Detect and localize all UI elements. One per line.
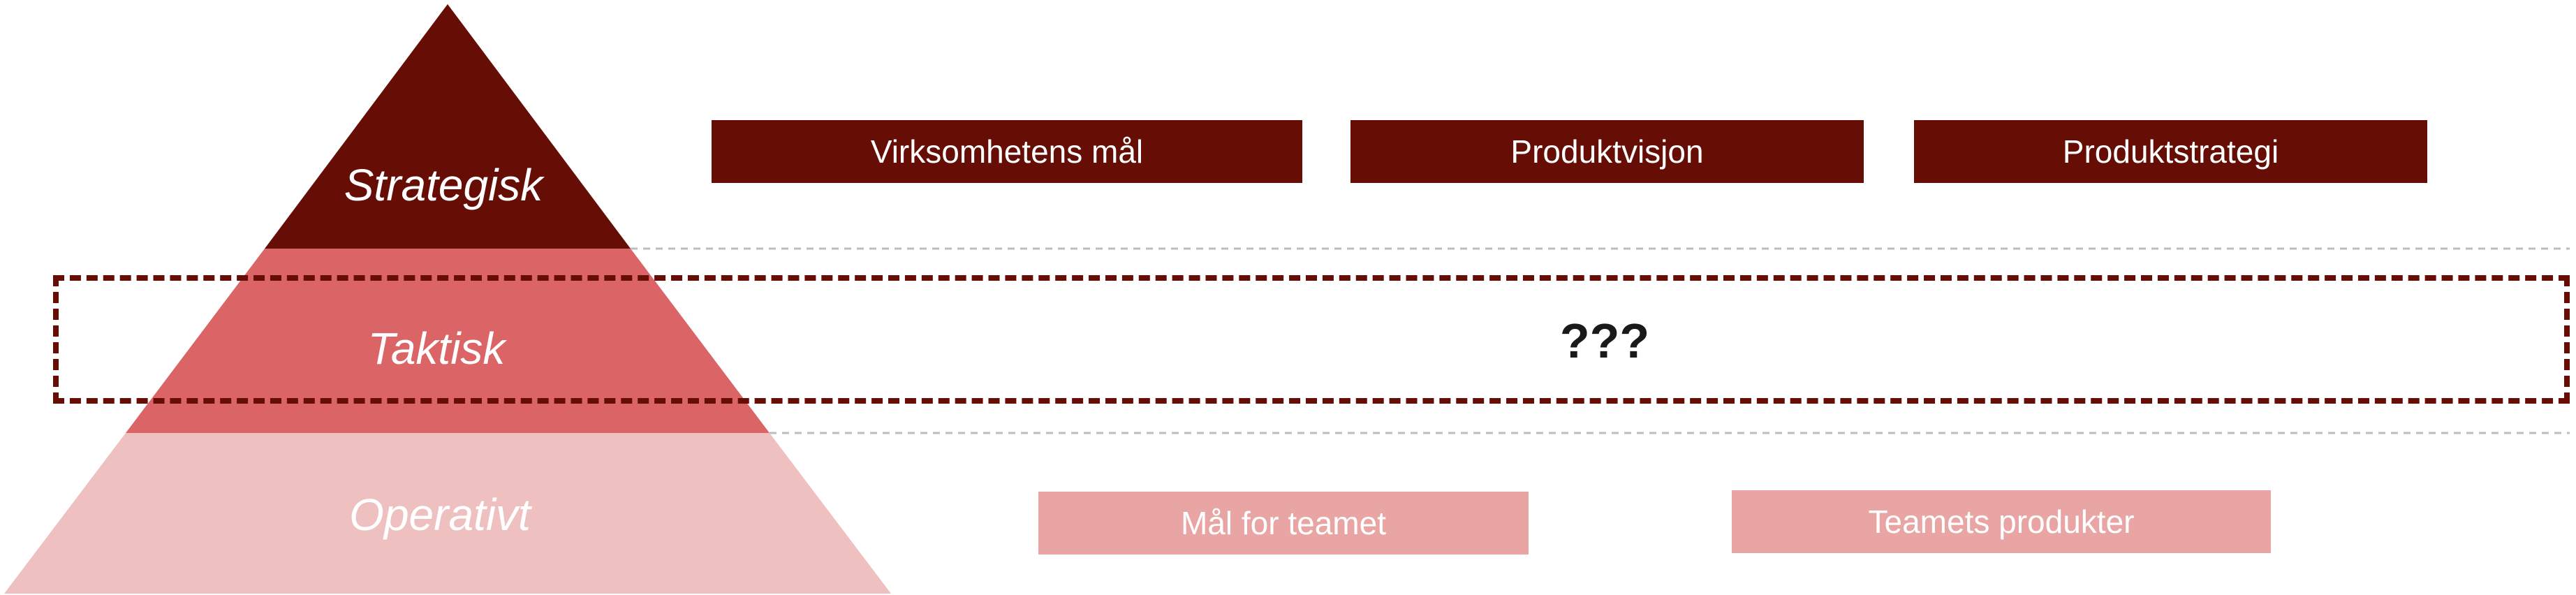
- operative-box-team-products: Teamets produkter: [1732, 490, 2271, 553]
- pyramid-operative-segment: [4, 433, 891, 594]
- strategic-box-product-strategy: Produktstrategi: [1914, 120, 2427, 183]
- pyramid-strategic-segment: [265, 4, 631, 249]
- strategic-box-business-goals: Virksomhetens mål: [712, 120, 1302, 183]
- pyramid-tactical-segment: [126, 249, 770, 433]
- tactical-frame: [53, 275, 2570, 404]
- strategic-box-product-vision: Produktvisjon: [1350, 120, 1864, 183]
- operative-box-team-goals: Mål for teamet: [1038, 492, 1529, 554]
- level-label-operative: Operativt: [349, 490, 531, 540]
- level-label-tactical: Taktisk: [367, 323, 506, 374]
- level-label-strategic: Strategisk: [344, 160, 543, 210]
- tactical-placeholder: ???: [1559, 314, 1650, 368]
